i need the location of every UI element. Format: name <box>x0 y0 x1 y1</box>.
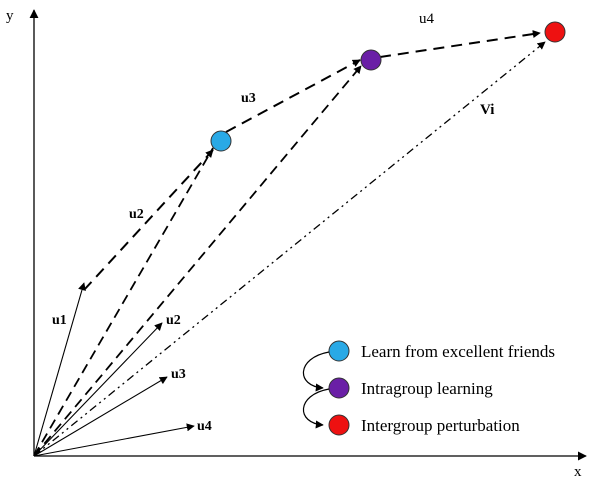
node-learn-excellent-friends <box>210 130 232 152</box>
node-intragroup-learning <box>360 49 382 71</box>
label-u3-solid: u3 <box>171 367 186 382</box>
legend-arrow-1 <box>302 351 330 392</box>
path-u2-dashed <box>83 149 214 291</box>
label-u3-path: u3 <box>241 91 256 106</box>
y-axis-label: y <box>6 8 14 24</box>
legend-label-1: Learn from excellent friends <box>361 342 555 361</box>
label-vi: Vi <box>480 102 494 118</box>
path-u4-dashed <box>379 30 541 58</box>
diagonal-to-purple <box>33 65 362 457</box>
legend-arrow-2 <box>302 388 330 429</box>
legend-label-2: Intragroup learning <box>361 379 493 398</box>
legend-purple-swatch <box>328 377 350 399</box>
vector-u3 <box>33 376 168 457</box>
label-u1: u1 <box>52 313 67 328</box>
legend-red-swatch <box>328 414 350 436</box>
label-u2-solid: u2 <box>166 313 181 328</box>
legend-label-3: Intergroup perturbation <box>361 416 520 435</box>
label-u4-path: u4 <box>419 11 435 27</box>
diagonal-to-blue <box>33 147 214 457</box>
label-u2-path: u2 <box>129 207 144 222</box>
x-axis-label: x <box>574 464 582 480</box>
vector-u2 <box>33 322 163 457</box>
label-u4-solid: u4 <box>197 419 212 434</box>
vector-u4 <box>33 423 195 457</box>
vector-u1 <box>33 282 86 457</box>
legend: Learn from excellent friends Intragroup … <box>302 340 555 436</box>
path-u3-dashed <box>225 59 361 133</box>
node-intergroup-perturbation <box>544 21 566 43</box>
legend-blue-swatch <box>328 340 350 362</box>
resultant-vector-vi <box>33 41 546 457</box>
